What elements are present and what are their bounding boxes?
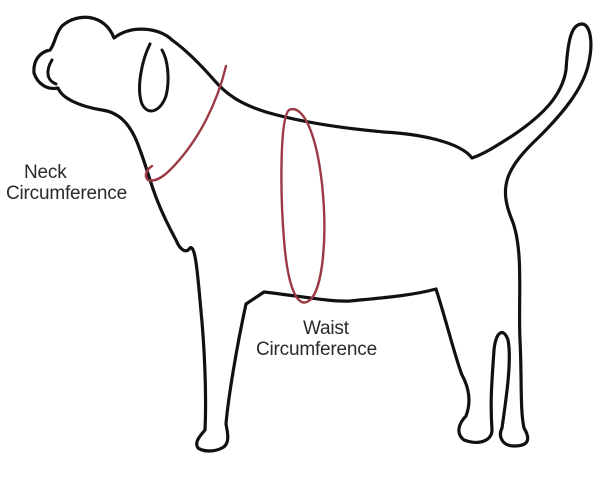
- neck-circumference-label: Neck Circumference: [6, 162, 127, 204]
- neck-label-line2: Circumference: [6, 183, 127, 204]
- waist-label-line2: Circumference: [256, 339, 377, 360]
- waist-label-line1: Waist: [303, 318, 349, 339]
- ear-outline: [138, 42, 170, 113]
- dog-outline: [32, 15, 593, 453]
- waist-measure-ellipse: [280, 107, 326, 304]
- waist-circumference-label: Waist Circumference: [256, 318, 377, 360]
- neck-measure-line: [144, 64, 228, 182]
- neck-label-line1: Neck: [24, 162, 67, 183]
- nose-outline: [46, 58, 58, 86]
